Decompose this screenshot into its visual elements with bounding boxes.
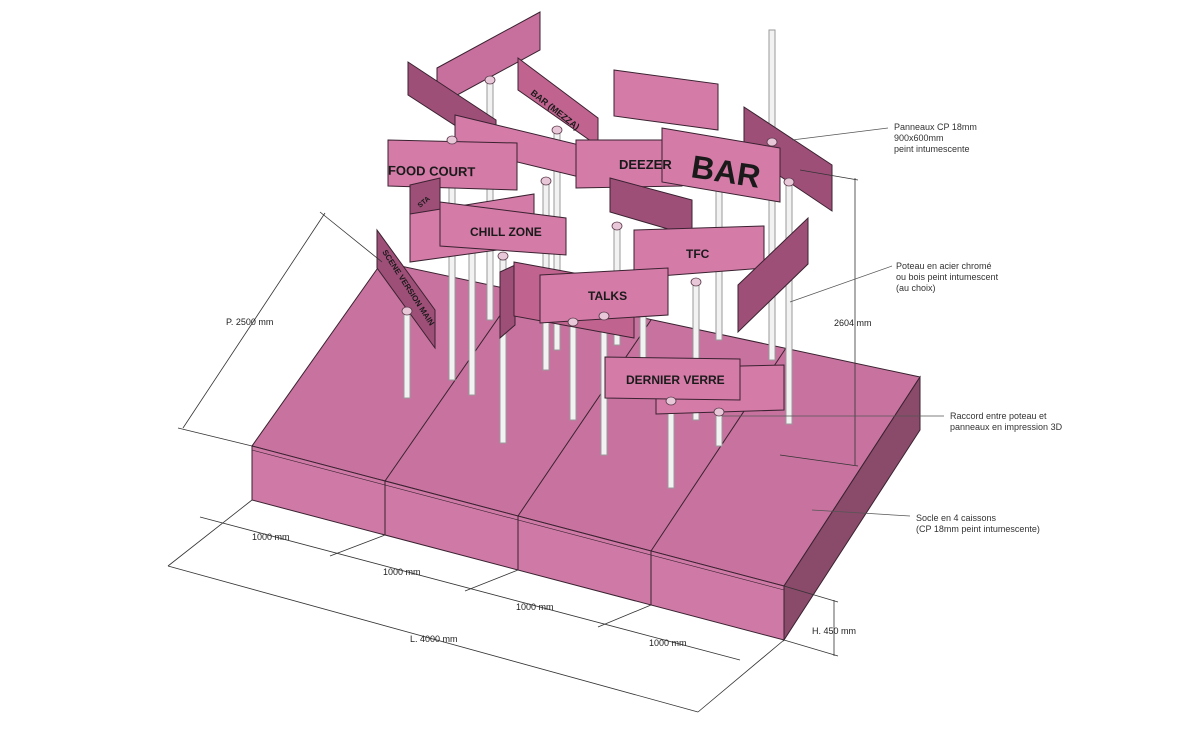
caisson-line-1 [384,290,518,482]
panel-small-dark [499,264,516,340]
leader-panneaux [791,127,889,141]
dim-label-height-total: 2604 mm [834,318,872,328]
annotation-line: panneaux en impression 3D [950,422,1063,432]
dim-depth-ext-1 [177,427,253,447]
sign-tfc: TFC [686,247,710,261]
panel-back-center [613,69,719,131]
annotation-raccord: Raccord entre poteau et panneaux en impr… [950,411,1062,433]
connectors [401,75,795,417]
dim-ext-a [167,499,253,567]
dim-label-module-4: 1000 mm [649,638,687,648]
connector [567,317,579,327]
annotation-line: Socle en 4 caissons [916,513,997,523]
dim-label-module-2: 1000 mm [383,567,421,577]
sign-food-court: FOOD COURT [388,163,475,180]
leader-poteau [789,265,893,303]
annotation-line: Panneaux CP 18mm [894,122,977,132]
dim-base-ext-2 [783,639,839,657]
panel-right-dark [737,216,809,334]
dim-module-row [199,516,741,661]
connector [484,75,496,85]
base-socle [251,261,921,642]
annotation-line: Poteau en acier chromé [896,261,992,271]
caisson-line-2 [517,319,652,517]
annotation-line: peint intumescente [894,144,970,154]
sign-deezer: DEEZER [619,157,672,172]
dim-label-module-3: 1000 mm [516,602,554,612]
base-top-edge-double [251,449,785,591]
dimension-lines [167,169,859,713]
annotation-line: 900x600mm [894,133,944,143]
dim-height-ext-2 [779,454,859,467]
dim-label-length: L. 4000 mm [410,634,458,644]
dim-label-height-base: H. 450 mm [812,626,857,636]
panel-bar [661,127,781,203]
annotation-socle: Socle en 4 caissons (CP 18mm peint intum… [916,513,1040,535]
pole [785,179,793,425]
pole [715,411,723,447]
pole [468,249,476,396]
annotation-line: ou bois peint intumescent [896,272,999,282]
connector [611,221,623,231]
dim-ext-c [464,569,519,592]
dim-ext-b [329,534,386,557]
leader-lines [722,127,944,517]
connector [783,177,795,187]
connector [598,311,610,321]
pole [403,309,411,399]
dim-depth [182,212,326,429]
panel-dernier-verre [604,356,741,401]
panel-chill-zone [439,201,567,256]
dim-depth-ext-2 [319,211,383,263]
panel-talks [539,267,669,324]
pole [569,319,577,421]
annotation-line: (CP 18mm peint intumescente) [916,524,1040,534]
connector [446,135,458,145]
dim-ext-e [697,639,785,713]
panel-deezer [575,139,683,189]
annotation-line: Raccord entre poteau et [950,411,1047,421]
panel-scene [376,228,436,350]
annotation-panneaux: Panneaux CP 18mm 900x600mm peint intumes… [894,122,977,155]
dim-base-ext-1 [783,585,839,603]
sign-dernier-verre: DERNIER VERRE [626,373,725,387]
connector [497,251,509,261]
annotation-line: (au choix) [896,283,936,293]
panel-food-court [387,139,518,191]
connector [401,306,413,316]
dim-label-depth: P. 2500 mm [226,317,274,327]
sign-panels [376,11,833,415]
leader-socle [811,509,911,517]
base-side [783,375,921,642]
dim-length [167,565,699,713]
sign-chill-zone: CHILL ZONE [470,225,542,239]
panel-back-right [743,106,833,212]
annotation-poteau: Poteau en acier chromé ou bois peint int… [896,261,998,294]
dim-height-ext-1 [799,169,859,181]
connector [551,125,563,135]
connector [690,277,702,287]
dim-label-module-1: 1000 mm [252,532,290,542]
connector [766,137,778,147]
sign-talks: TALKS [588,289,627,303]
connector [713,407,725,417]
dim-ext-d [597,604,652,628]
connector [665,396,677,406]
connector [540,176,552,186]
